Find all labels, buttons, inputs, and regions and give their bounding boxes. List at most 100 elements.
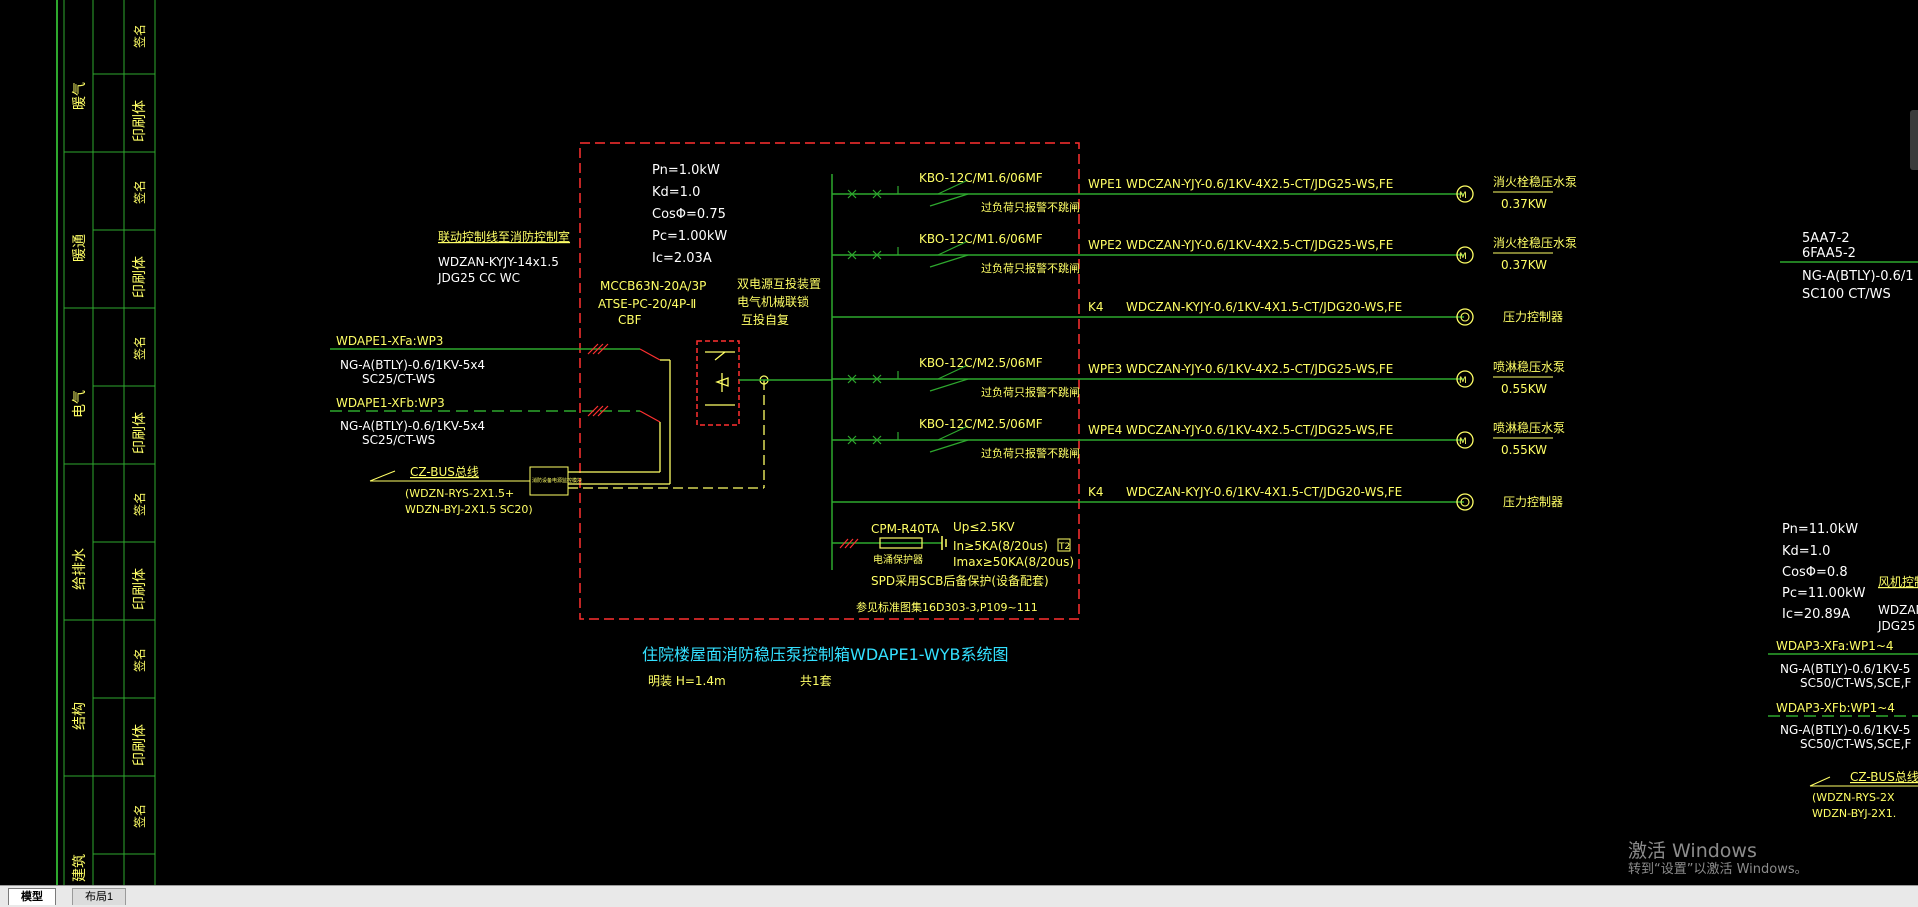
tb-hvac-sign: 签名: [132, 180, 147, 204]
circuit-id: WPE1: [1088, 177, 1122, 191]
spd-up: Up≤2.5KV: [953, 520, 1015, 534]
rp-bus-2: WDZN-BYJ-2X1.: [1812, 807, 1896, 820]
cad-canvas[interactable]: 暖气 签名 印刷体 暖通 签名 印刷体 电气 签名 印刷体 给排水 签名 印刷体…: [0, 0, 1918, 885]
circuit-breaker-lever: [929, 254, 969, 268]
circuit-id: K4: [1088, 300, 1104, 314]
tb-electrical-print: 印刷体: [132, 412, 148, 454]
circuit-cable: WDCZAN-YJY-0.6/1KV-4X2.5-CT/JDG25-WS,FE: [1126, 177, 1393, 191]
tab-layout1[interactable]: 布局1: [72, 888, 127, 905]
tb-group-architecture: 建筑: [72, 854, 88, 882]
circuit-contact-x: [847, 189, 857, 199]
rp-t1: 5AA7-2: [1802, 231, 1850, 246]
tb-group-structure: 结构: [72, 702, 88, 730]
circuit-contact-x: [847, 250, 857, 260]
pressure-controller-icon: [1456, 308, 1474, 326]
circuit-breaker-blade: [937, 240, 969, 256]
distribution-box-frame: [579, 142, 1080, 620]
qty-note: 共1套: [800, 674, 832, 688]
spd-in: In≥5KA(8/20us): [953, 539, 1048, 553]
incoming-feeds: 联动控制线至消防控制室 WDZAN-KYJY-14x1.5 JDG25 CC W…: [330, 229, 661, 516]
circuit-breaker-lever: [929, 378, 969, 392]
spd-branch: CPM-R40TA 电涌保护器 Up≤2.5KV In≥5KA(8/20us) …: [832, 520, 1074, 588]
feed-a-cable: NG-A(BTLY)-0.6/1KV-5x4: [340, 358, 485, 372]
tb-structure-sign: 签名: [132, 648, 147, 672]
tb-heating-print: 印刷体: [132, 100, 148, 142]
inlet-note-b: 电气机械联锁: [737, 294, 809, 309]
rp-t2: 6FAA5-2: [1802, 246, 1856, 261]
linkage-cable: WDZAN-KYJY-14x1.5: [438, 255, 559, 269]
tb-electrical-sign: 签名: [132, 336, 147, 360]
circuit-cable: WDCZAN-KYJY-0.6/1KV-4X1.5-CT/JDG20-WS,FE: [1126, 485, 1402, 499]
inlet-mccb: MCCB63N-20A/3P: [600, 279, 706, 293]
circuit-note: 过负荷只报警不跳闸: [981, 385, 1080, 399]
tb-plumbing-sign: 签名: [132, 492, 147, 516]
rp-bus-1: (WDZN-RYS-2X: [1812, 791, 1895, 804]
atse-switch: [568, 340, 769, 489]
circuit-power: 0.55KW: [1501, 443, 1547, 457]
title-block-strip: 暖气 签名 印刷体 暖通 签名 印刷体 电气 签名 印刷体 给排水 签名 印刷体…: [56, 0, 156, 885]
spd-t2: T2: [1058, 542, 1070, 552]
feed-a-conduit: SC25/CT-WS: [362, 372, 435, 386]
circuit-cable: WDCZAN-KYJY-0.6/1KV-4X1.5-CT/JDG20-WS,FE: [1126, 300, 1402, 314]
param-pc: Pc=1.00kW: [652, 229, 727, 244]
circuit-power: 0.55KW: [1501, 382, 1547, 396]
rp-ic: Ic=20.89A: [1782, 607, 1850, 622]
circuit-contact-x: [847, 435, 857, 445]
circuit-load: 消火栓稳压水泵: [1493, 235, 1577, 250]
circuit-load: 喷淋稳压水泵: [1493, 420, 1565, 435]
mount-note: 明装 H=1.4m: [648, 674, 726, 688]
circuit-cable: WDCZAN-YJY-0.6/1KV-4X2.5-CT/JDG25-WS,FE: [1126, 423, 1393, 437]
circuit-breaker-blade: [937, 425, 969, 441]
param-kd: Kd=1.0: [652, 185, 700, 200]
rp-wdzan: WDZAN: [1878, 603, 1918, 617]
circuit-power: 0.37KW: [1501, 258, 1547, 272]
circuit-contact-x: [872, 189, 882, 199]
rp-feed-b: WDAP3-XFb:WP1~4: [1776, 701, 1895, 715]
spd-model: CPM-R40TA: [871, 522, 940, 536]
diagram-title: 住院楼屋面消防稳压泵控制箱WDAPE1-WYB系统图: [642, 645, 1008, 664]
rp-feed-b-cable: NG-A(BTLY)-0.6/1KV-5: [1780, 723, 1910, 737]
tab-model[interactable]: 模型: [8, 888, 56, 905]
bus-cable-1: (WDZN-RYS-2X1.5+: [405, 487, 514, 500]
right-edge-handle[interactable]: [1910, 110, 1918, 170]
circuit-load: 喷淋稳压水泵: [1493, 359, 1565, 374]
circuit-note: 过负荷只报警不跳闸: [981, 446, 1080, 460]
tb-group-plumbing: 给排水: [72, 548, 88, 590]
motor-icon: [1456, 431, 1474, 449]
tb-group-electrical: 电气: [72, 390, 88, 418]
circuit-breaker: KBO-12C/M2.5/06MF: [919, 356, 1043, 370]
pressure-controller-inner: [1460, 312, 1470, 322]
rp-cos: CosΦ=0.8: [1782, 565, 1848, 580]
motor-icon: [1456, 246, 1474, 264]
rp-feed-a-cable: NG-A(BTLY)-0.6/1KV-5: [1780, 662, 1910, 676]
circuit-power: 0.37KW: [1501, 197, 1547, 211]
circuit-breaker-lever: [929, 439, 969, 453]
bus-label: CZ-BUS总线: [410, 465, 479, 479]
feed-b-id: WDAPE1-XFb:WP3: [336, 396, 445, 410]
bus-cable-2: WDZN-BYJ-2X1.5 SC20): [405, 503, 533, 516]
rp-t4: SC100 CT/WS: [1802, 287, 1891, 302]
bus-module-label: 消防设备电源监控模块: [532, 477, 582, 484]
circuit-contact-x: [847, 374, 857, 384]
motor-icon: [1456, 370, 1474, 388]
feed-b-cable: NG-A(BTLY)-0.6/1KV-5x4: [340, 419, 485, 433]
circuit-contact-x: [872, 435, 882, 445]
param-ic: Ic=2.03A: [652, 251, 712, 266]
spd-imax: Imax≥50KA(8/20us): [953, 555, 1074, 569]
pressure-controller-icon: [1456, 493, 1474, 511]
rp-fan: 风机控制: [1878, 575, 1918, 589]
rp-feed-b-conduit: SC50/CT-WS,SCE,F: [1800, 737, 1911, 751]
feed-a-id: WDAPE1-XFa:WP3: [336, 334, 443, 348]
circuit-load: 压力控制器: [1503, 495, 1563, 509]
layout-tab-bar: 模型 布局1: [0, 885, 1918, 907]
circuit-breaker: KBO-12C/M1.6/06MF: [919, 232, 1043, 246]
spd-note: SPD采用SCB后备保护(设备配套): [871, 574, 1049, 588]
inlet-atse: ATSE-PC-20/4P-Ⅱ: [598, 297, 696, 311]
circuit-load: 压力控制器: [1503, 310, 1563, 324]
circuit-load: 消火栓稳压水泵: [1493, 174, 1577, 189]
rp-pn: Pn=11.0kW: [1782, 522, 1858, 537]
tb-group-hvac: 暖通: [72, 234, 88, 262]
tb-structure-print: 印刷体: [132, 724, 148, 766]
